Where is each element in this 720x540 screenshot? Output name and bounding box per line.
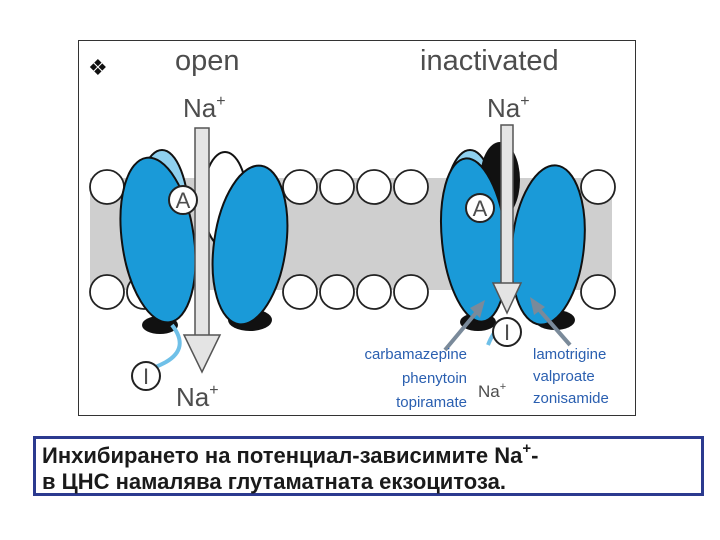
drug-label: carbamazepine: [364, 346, 467, 363]
ion-symbol: Na: [487, 93, 521, 123]
drug-label: phenytoin: [402, 370, 467, 387]
inactivated-channel-flux-arrow-head: [491, 282, 523, 315]
lipid-head: [393, 169, 429, 205]
inactivated-channel-gate-a-label: A: [473, 196, 488, 221]
caption-line-1-superscript: +: [522, 439, 532, 457]
ion-symbol: Na: [183, 93, 217, 123]
drug-label: lamotrigine: [533, 346, 606, 363]
inactivated-channel-gate-a: [465, 193, 495, 223]
open-channel-gate-a: [168, 185, 198, 215]
ion-charge: +: [500, 381, 506, 393]
lipid-head: [580, 169, 616, 205]
ion-label-open-top: Na+: [183, 93, 226, 123]
ion-charge: +: [209, 382, 218, 399]
drug-arrow-right-head: [530, 297, 545, 315]
open-channel-gate-a-label: A: [176, 188, 191, 213]
open-channel-gate-i: [131, 361, 161, 391]
caption-box: Инхибирането на потенциал-зависимите Na+…: [33, 436, 704, 496]
open-channel-gate-i-label: I: [143, 364, 149, 389]
state-label-open: open: [175, 45, 240, 77]
open-channel-flux-arrow-shaft: [194, 127, 210, 351]
open-channel-flux-arrow-head: [182, 334, 222, 374]
lipid-head: [580, 274, 616, 310]
lipid-head: [319, 169, 355, 205]
lipid-head: [356, 169, 392, 205]
lipid-head: [89, 169, 125, 205]
ion-label-inactivated-bottom: Na+: [478, 381, 506, 401]
inactivated-channel-gate-i: [492, 317, 522, 347]
drug-label: topiramate: [396, 394, 467, 411]
caption-line-1: Инхибирането на потенциал-зависимите Na+…: [42, 439, 701, 469]
ion-label-open-bottom: Na+: [176, 382, 219, 412]
diamond-bullet-icon: ❖: [88, 56, 108, 81]
state-label-inactivated: inactivated: [420, 45, 559, 77]
caption-line-1-tail: -: [531, 443, 539, 468]
ion-symbol: Na: [478, 382, 500, 401]
lipid-head: [393, 274, 429, 310]
drug-arrow-right: [533, 303, 572, 347]
ion-charge: +: [520, 93, 529, 110]
lipid-head: [282, 274, 318, 310]
inactivated-channel: [440, 124, 586, 352]
drug-arrow-left-head: [470, 300, 485, 318]
ion-label-inactivated-top: Na+: [487, 93, 530, 123]
caption-line-1-text: Инхибирането на потенциал-зависимите Na: [42, 443, 523, 468]
lipid-head: [356, 274, 392, 310]
lipid-head: [89, 274, 125, 310]
drug-label: zonisamide: [533, 390, 609, 407]
inactivated-channel-gate-i-label: I: [504, 320, 510, 345]
drug-arrow-left: [443, 306, 482, 352]
ion-charge: +: [216, 93, 225, 110]
open-channel-right-subunit: [211, 164, 289, 326]
ion-symbol: Na: [176, 382, 210, 412]
caption-line-2: в ЦНС намалява глутаматната екзоцитоза.: [42, 469, 506, 494]
open-channel: [119, 127, 289, 374]
lipid-head: [282, 169, 318, 205]
lipid-head: [319, 274, 355, 310]
inactivated-channel-flux-arrow-shaft: [500, 124, 514, 296]
drug-label: valproate: [533, 368, 595, 385]
